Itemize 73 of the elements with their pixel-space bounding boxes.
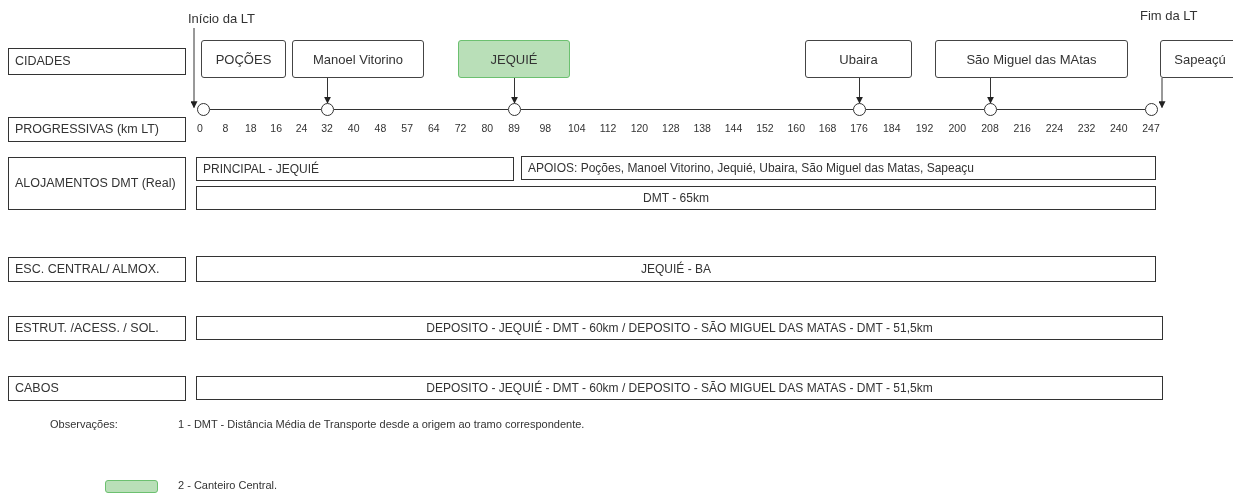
km-tick-label: 184	[882, 122, 902, 134]
km-tick-label: 40	[346, 122, 361, 134]
arrow	[190, 27, 198, 109]
km-tick-label: 168	[817, 122, 838, 134]
connector-line	[996, 109, 1146, 110]
km-tick-label: 0	[196, 122, 204, 134]
row-header: CABOS	[8, 376, 186, 401]
city-box: Ubaira	[805, 40, 912, 78]
span-bar: APOIOS: Poções, Manoel Vitorino, Jequié, Ubaira, São Miguel das Matas, Sapeaçu	[521, 156, 1156, 180]
km-tick-label: 72	[453, 122, 468, 134]
notes-heading: Observações:	[50, 418, 118, 430]
city-box: Sapeaçú	[1160, 40, 1233, 78]
start-label: Início da LT	[188, 8, 258, 28]
km-tick-label: 89	[507, 122, 521, 134]
span-bar: PRINCIPAL - JEQUIÉ	[196, 157, 514, 181]
km-tick-label: 48	[373, 122, 388, 134]
km-tick-label: 224	[1044, 122, 1065, 134]
km-tick-label: 57	[400, 122, 414, 134]
note-text: 1 - DMT - Distância Média de Transporte desde a origem ao tramo correspondente.	[178, 418, 585, 430]
km-tick-label: 16	[269, 122, 284, 134]
km-tick-label: 240	[1109, 122, 1129, 134]
km-tick-label: 120	[629, 122, 650, 134]
row-header: ESC. CENTRAL/ ALMOX.	[8, 257, 186, 282]
city-box: São Miguel das MAtas	[935, 40, 1128, 78]
row-header: CIDADES	[8, 48, 186, 75]
city-box: POÇÕES	[201, 40, 286, 78]
km-tick-label: 192	[914, 122, 935, 134]
km-tick-label: 138	[692, 122, 712, 134]
span-bar: DMT - 65km	[196, 186, 1156, 210]
arrow	[856, 77, 863, 104]
km-tick-label: 200	[947, 122, 967, 134]
milestone-circle	[321, 103, 334, 116]
km-tick-label: 104	[566, 122, 587, 134]
km-tick-label: 128	[661, 122, 681, 134]
connector-line	[333, 109, 509, 110]
row-header: ESTRUT. /ACESS. / SOL.	[8, 316, 186, 341]
end-label: Fim da LT	[1140, 8, 1198, 23]
km-tick-label: 176	[849, 122, 869, 134]
km-tick-label: 98	[538, 122, 553, 134]
span-bar: DEPOSITO - JEQUIÉ - DMT - 60km / DEPOSITO - SÃO MIGUEL DAS MATAS - DMT - 51,5km	[196, 316, 1163, 340]
arrow	[324, 77, 331, 104]
arrow	[1158, 77, 1166, 109]
site-box: JEQUIÉ	[458, 40, 570, 78]
arrow	[987, 77, 994, 104]
km-tick-label: 112	[598, 122, 618, 134]
km-tick-label: 152	[755, 122, 775, 134]
city-box: Manoel Vitorino	[292, 40, 424, 78]
km-tick-label: 24	[294, 122, 309, 134]
milestone-circle	[984, 103, 997, 116]
row-header: ALOJAMENTOS DMT (Real)	[8, 157, 186, 210]
km-tick-label: 216	[1012, 122, 1032, 134]
milestone-circle	[197, 103, 210, 116]
km-tick-label: 208	[980, 122, 1000, 134]
km-tick-label: 144	[723, 122, 744, 134]
km-tick-label: 64	[427, 122, 441, 134]
connector-line	[520, 109, 854, 110]
milestone-circle	[508, 103, 521, 116]
arrow	[511, 77, 518, 104]
span-bar: JEQUIÉ - BA	[196, 256, 1156, 282]
connector-line	[209, 109, 322, 110]
km-tick-label: 18	[243, 122, 258, 134]
km-tick-label: 160	[786, 122, 807, 134]
milestone-circle	[1145, 103, 1158, 116]
km-tick-label: 232	[1076, 122, 1097, 134]
km-tick-label: 247	[1141, 122, 1161, 134]
km-tick-label: 32	[320, 122, 334, 134]
km-tick-label: 8	[221, 122, 230, 134]
milestone-circle	[853, 103, 866, 116]
km-tick-label: 80	[480, 122, 495, 134]
row-header: PROGRESSIVAS (km LT)	[8, 117, 186, 142]
connector-line	[865, 109, 985, 110]
legend-text: 2 - Canteiro Central.	[178, 479, 278, 491]
span-bar: DEPOSITO - JEQUIÉ - DMT - 60km / DEPOSITO - SÃO MIGUEL DAS MATAS - DMT - 51,5km	[196, 376, 1163, 400]
